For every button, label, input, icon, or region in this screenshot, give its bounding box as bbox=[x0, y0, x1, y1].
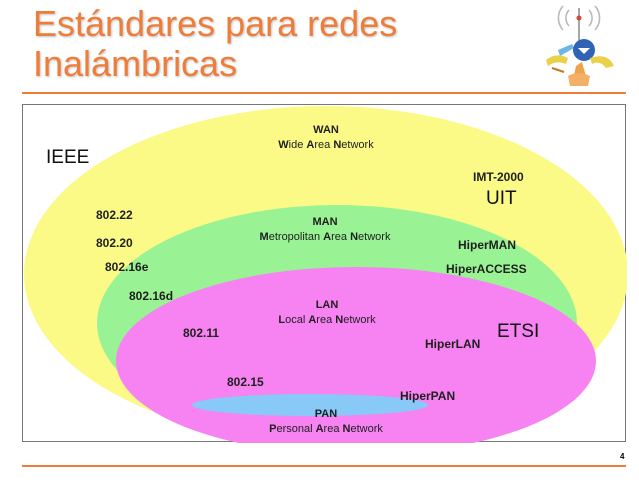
standard-hiperlan: HiperLAN bbox=[425, 337, 481, 351]
wireless-antenna-logo bbox=[546, 5, 614, 86]
standard-802-16e: 802.16e bbox=[105, 260, 149, 274]
footer-rule bbox=[22, 465, 626, 467]
standard-802-16d: 802.16d bbox=[129, 289, 174, 303]
standard-imt-2000: IMT-2000 bbox=[473, 170, 524, 184]
slide-title: Estándares para redes Inalámbricas bbox=[33, 4, 397, 84]
org-ieee: IEEE bbox=[46, 147, 90, 168]
slide-title-line-2: Inalámbricas bbox=[33, 43, 238, 84]
standard-hiperman: HiperMAN bbox=[458, 238, 517, 252]
lan-abbr: LAN bbox=[315, 299, 339, 311]
wan-label: WAN Wide Area Network bbox=[278, 123, 373, 153]
page-number: 4 bbox=[620, 452, 625, 461]
standard-hiperaccess: HiperACCESS bbox=[446, 262, 527, 276]
pan-abbr: PAN bbox=[314, 408, 338, 420]
standard-802-15: 802.15 bbox=[227, 375, 264, 389]
nested-networks-diagram bbox=[24, 106, 627, 443]
wan-full-name: Wide Area Network bbox=[278, 139, 374, 151]
org-etsi: ETSI bbox=[497, 321, 540, 342]
man-full-name: Metropolitan Area Network bbox=[259, 231, 391, 243]
pan-label: PAN Personal Area Network bbox=[269, 407, 383, 437]
standard-802-11: 802.11 bbox=[183, 326, 220, 340]
pan-full-name: Personal Area Network bbox=[269, 423, 383, 435]
title-underline bbox=[22, 92, 626, 94]
org-uit: UIT bbox=[486, 188, 517, 209]
lan-label: LAN Local Area Network bbox=[278, 298, 375, 328]
diagram-frame: WAN Wide Area Network MAN Metropolitan A… bbox=[22, 104, 627, 443]
man-abbr: MAN bbox=[312, 216, 338, 228]
standard-802-22: 802.22 bbox=[96, 208, 133, 222]
slide-title-line-1: Estándares para redes bbox=[33, 3, 398, 44]
standard-hiperpan: HiperPAN bbox=[400, 389, 456, 403]
man-label: MAN Metropolitan Area Network bbox=[260, 215, 391, 245]
pan-ellipse bbox=[192, 394, 428, 416]
lan-full-name: Local Area Network bbox=[278, 314, 376, 326]
wan-abbr: WAN bbox=[313, 124, 339, 136]
standard-802-20: 802.20 bbox=[96, 236, 133, 250]
